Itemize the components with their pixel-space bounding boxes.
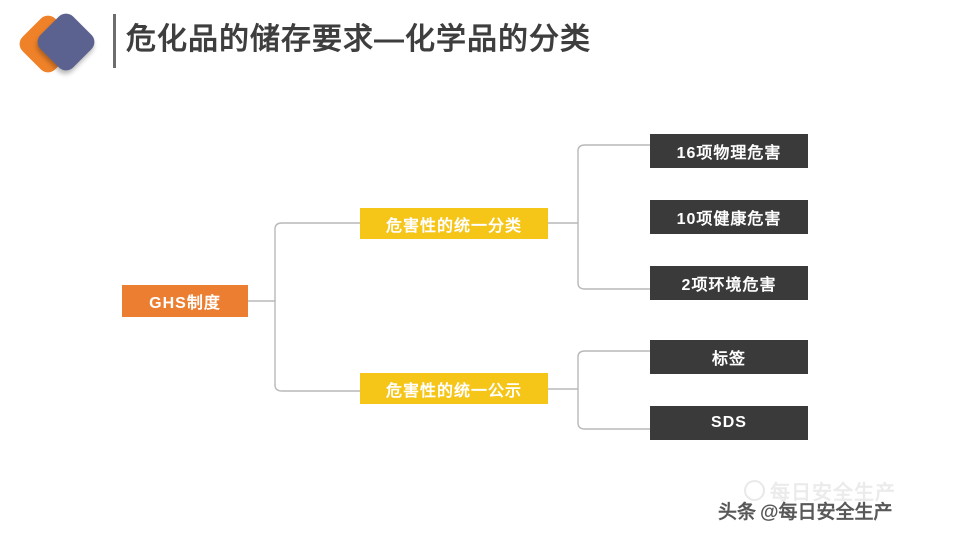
connector-branch2-to-leaf-1 — [577, 350, 651, 358]
page-title: 危化品的储存要求—化学品的分类 — [126, 23, 591, 56]
connector-branch2-to-leaf-2 — [577, 422, 651, 430]
watermark-attribution: 头条 @每日安全生产 — [718, 497, 893, 524]
watermark-faded: 每日安全生产 — [744, 476, 896, 505]
watermark-brand-name: 头条 — [718, 502, 757, 523]
circle-logo-icon — [744, 480, 765, 501]
node-leaf-label[interactable]: 标签 — [650, 340, 808, 374]
slide-header: 危化品的储存要求—化学品的分类 — [0, 0, 960, 86]
node-branch-unified-communication[interactable]: 危害性的统一公示 — [360, 373, 548, 404]
connector-branch1-to-leaf-1 — [577, 144, 651, 152]
node-leaf-environmental-hazards[interactable]: 2项环境危害 — [650, 266, 808, 300]
node-leaf-sds[interactable]: SDS — [650, 406, 808, 440]
node-root-ghs[interactable]: GHS制度 — [122, 285, 248, 317]
title-divider-rule — [113, 14, 116, 68]
connector-branch1-to-leaf-3 — [577, 282, 651, 290]
watermark-account-handle: @每日安全生产 — [760, 502, 893, 523]
node-leaf-physical-hazards[interactable]: 16项物理危害 — [650, 134, 808, 168]
double-diamond-logo-icon — [15, 9, 107, 79]
connector-root-to-branch-1 — [274, 222, 361, 230]
node-branch-unified-classification[interactable]: 危害性的统一分类 — [360, 208, 548, 239]
node-leaf-health-hazards[interactable]: 10项健康危害 — [650, 200, 808, 234]
watermark-faded-text: 每日安全生产 — [770, 482, 896, 504]
connector-root-to-branch-2 — [274, 384, 361, 392]
